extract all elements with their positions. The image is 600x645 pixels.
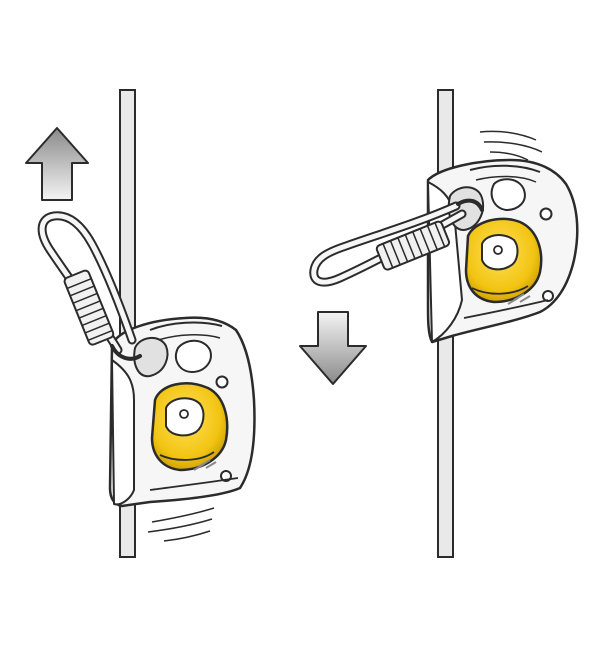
- panel-descend: [299, 89, 579, 558]
- panel-ascend: [25, 89, 256, 558]
- motion-lines-icon: [479, 130, 543, 161]
- up-arrow-icon: [25, 127, 89, 201]
- motion-lines-icon: [147, 507, 215, 542]
- rope-clamp-icon: [108, 316, 256, 508]
- down-arrow-icon: [299, 311, 367, 385]
- rope-clamp-icon: [426, 158, 579, 344]
- carabiner-icon: [37, 211, 142, 361]
- carabiner-icon: [309, 198, 484, 287]
